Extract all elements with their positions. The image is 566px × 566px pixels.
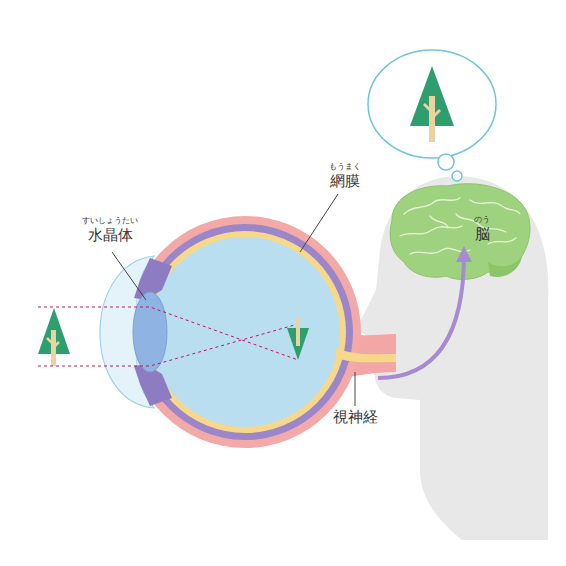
thought-bubble: [368, 50, 496, 158]
part-label: 水晶体: [88, 228, 133, 243]
perceived-tree: [410, 66, 454, 142]
optic-nerve-fiber: [336, 348, 396, 362]
vitreous-body: [150, 237, 340, 427]
sclera: [129, 216, 361, 448]
object-tree: [38, 308, 70, 366]
part-label: 視神経: [333, 410, 378, 425]
part-label: 脳: [475, 227, 490, 242]
ruby-text: すいしょうたい: [82, 217, 138, 225]
light-ray: [38, 307, 298, 366]
cerebellum: [488, 256, 522, 277]
part-label: 網膜: [330, 174, 360, 189]
brain-folds: [400, 198, 520, 254]
retinal-image: [287, 318, 309, 360]
signal-arrow: [378, 254, 464, 378]
choroid: [137, 224, 353, 440]
thought-dot: [438, 154, 454, 170]
thought-dot: [452, 171, 462, 181]
brain: [390, 184, 530, 280]
lens: [133, 292, 167, 372]
ruby-text: もうまく: [329, 163, 361, 171]
leader-line: [112, 194, 355, 406]
retina: [144, 231, 346, 433]
ruby-text: のう: [474, 216, 490, 224]
